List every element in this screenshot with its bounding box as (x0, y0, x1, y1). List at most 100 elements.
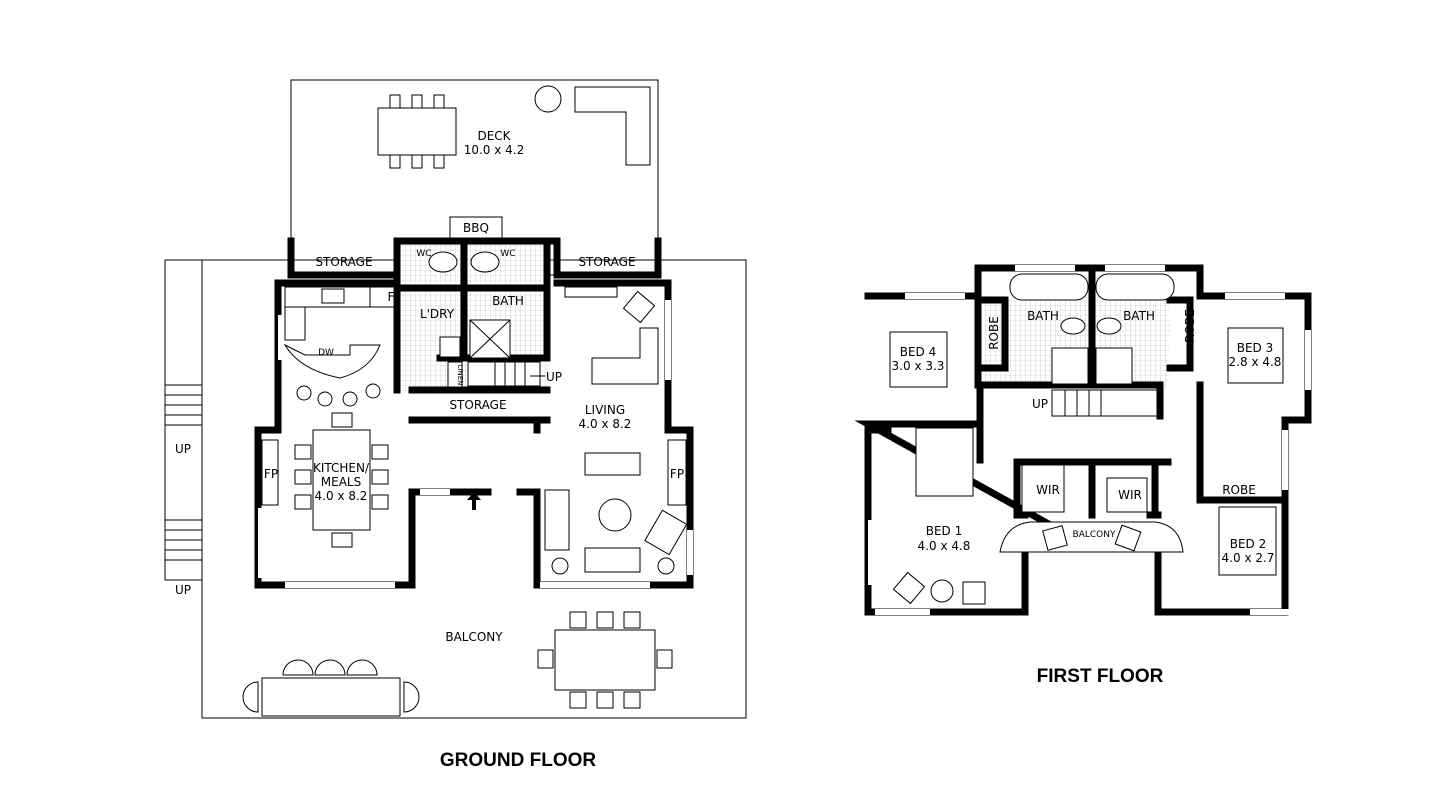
storage-right-label: STORAGE (578, 255, 635, 269)
laundry-tub (439, 336, 461, 358)
bed-4 (889, 331, 948, 388)
cooktop (321, 288, 345, 304)
dining-chairs (294, 412, 389, 548)
first-windows (868, 265, 1311, 615)
toilet-left (428, 251, 458, 273)
bed-3 (1227, 327, 1284, 384)
side-table (551, 557, 569, 575)
balcony-chair (1114, 524, 1142, 552)
linen-cupboard (447, 361, 463, 388)
balcony-table (554, 629, 656, 691)
bbq-label: BBQ (463, 221, 489, 235)
balcony-loungers (242, 659, 420, 713)
armchair (962, 581, 986, 605)
first-floor-title: FIRST FLOOR (1037, 666, 1164, 687)
armchair (622, 290, 656, 324)
stair-up-label: UP (546, 370, 562, 384)
living-label: LIVING (585, 403, 625, 417)
shower-right (1095, 347, 1133, 385)
ground-floor-title: GROUND FLOOR (440, 750, 596, 771)
wc-left-label: WC (416, 249, 431, 259)
ext-stair-up-label-1: UP (175, 442, 191, 456)
wir-left (1021, 464, 1065, 513)
balcony-chairs (537, 611, 673, 709)
wir-right (1106, 477, 1148, 513)
upper-stair-up-label: UP (1032, 397, 1048, 411)
deck-size: 10.0 x 4.2 (464, 143, 525, 157)
wc-right-label: WC (500, 249, 515, 259)
side-table (657, 557, 675, 575)
bed2-size: 4.0 x 2.7 (1222, 551, 1275, 565)
deck-corner-sofa (574, 86, 651, 166)
stools (296, 383, 381, 407)
toilet-left (1060, 317, 1086, 335)
fridge (369, 286, 395, 308)
bath-label: BATH (492, 294, 524, 308)
shower-left (1051, 347, 1089, 385)
deck-label: DECK (477, 129, 511, 143)
first-floor-plan: BED 4 3.0 x 3.3 ROBE BATH BATH ROBE BED … (854, 264, 1312, 687)
first-walls (854, 264, 1312, 616)
balcony-chair (1042, 525, 1068, 551)
upper-balcony-label: BALCONY (1073, 530, 1116, 540)
upper-balcony (999, 521, 1184, 553)
bed4-size: 3.0 x 3.3 (892, 359, 945, 373)
sofa-small (584, 452, 641, 476)
toilet-right (1096, 317, 1122, 335)
bath-left-label: BATH (1027, 309, 1059, 323)
toilet-right (470, 251, 500, 273)
entry-arrow-icon (467, 492, 481, 510)
bed3-size: 2.8 x 4.8 (1229, 355, 1282, 369)
storage-left-label: STORAGE (315, 255, 372, 269)
storage-hall-label: STORAGE (449, 398, 506, 412)
robe-left-label: ROBE (987, 316, 1001, 350)
deck-chairs (389, 94, 445, 169)
armchair (892, 571, 926, 605)
fireplace-right-label: FP (670, 467, 684, 481)
bathtub-right (1095, 273, 1175, 301)
bed1-size: 4.0 x 4.8 (918, 539, 971, 553)
ground-floor-plan: DECK 10.0 x 4.2 BBQ WC WC STORAGE STORAG… (164, 79, 747, 771)
laundry-label: L'DRY (420, 307, 455, 321)
fridge-label: F (388, 290, 395, 304)
armchair-right (644, 509, 688, 556)
wir-right-label: WIR (1118, 488, 1142, 502)
bath-right-label: BATH (1123, 309, 1155, 323)
internal-stairs (467, 361, 545, 387)
bed3-label: BED 3 (1237, 341, 1274, 355)
kitchen-island (283, 343, 381, 379)
living-size: 4.0 x 8.2 (579, 417, 632, 431)
corner-sofa (591, 327, 659, 385)
coffee-table (598, 498, 632, 532)
kitchen-label-2: MEALS (321, 475, 361, 489)
kitchen-label-1: KITCHEN/ (313, 461, 370, 475)
bed4-label: BED 4 (900, 345, 937, 359)
dishwasher-label: DW (318, 348, 334, 358)
wir-left-label: WIR (1036, 483, 1060, 497)
balcony-label: BALCONY (445, 630, 503, 644)
fireplace-right (667, 439, 687, 506)
side-table (930, 579, 954, 603)
bathtub-left (1009, 273, 1089, 301)
sink (284, 306, 306, 341)
bed1-label: BED 1 (926, 524, 963, 538)
bed-1 (915, 427, 974, 497)
external-stairs (164, 259, 203, 581)
sofa-side (544, 489, 570, 551)
kitchen-size: 4.0 x 8.2 (315, 489, 368, 503)
fireplace-left (261, 439, 279, 506)
upper-stairs (1051, 389, 1158, 417)
robe-bed2-label: ROBE (1222, 483, 1256, 497)
tv-unit (564, 286, 618, 298)
ground-windows (258, 300, 693, 588)
balcony-bench (261, 677, 401, 717)
dining-table (312, 429, 371, 531)
deck-round-table (534, 85, 562, 113)
bed2-label: BED 2 (1230, 537, 1267, 551)
deck-table (377, 107, 457, 156)
ext-stair-up-label-2: UP (175, 583, 191, 597)
sofa-long (584, 547, 641, 573)
fireplace-left-label: FP (264, 467, 278, 481)
bed-2 (1218, 506, 1277, 576)
